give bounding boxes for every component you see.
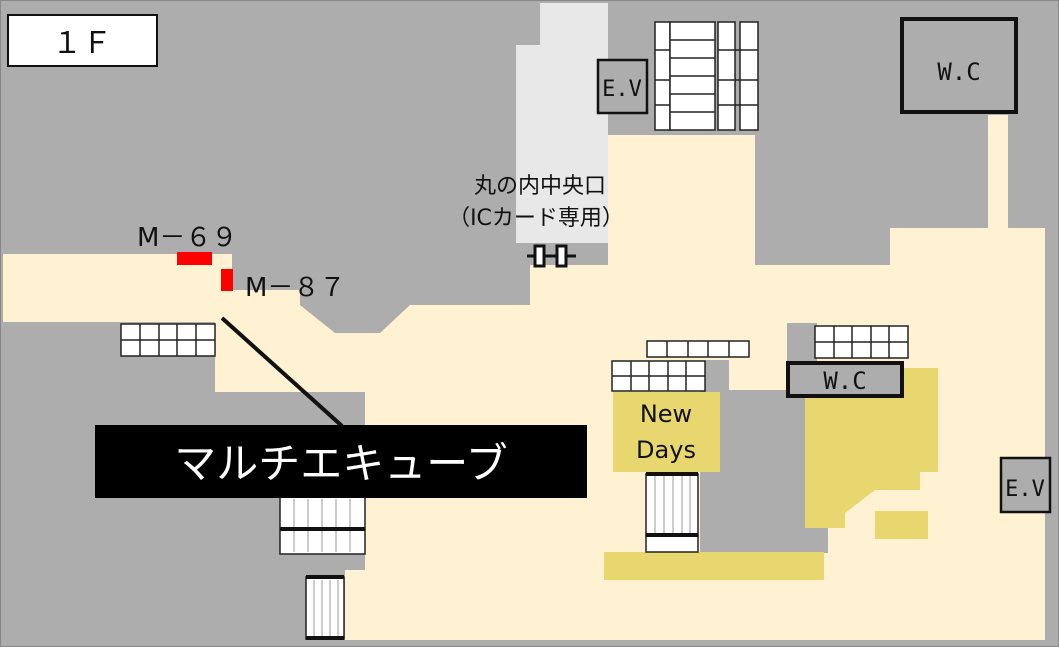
wc-top-label: W.C (937, 58, 980, 86)
stair-edges (280, 472, 698, 640)
locker-m87[interactable] (221, 269, 233, 291)
wc-mid-label: W.C (823, 367, 866, 395)
staircase-top (654, 21, 759, 131)
escalator-treads (293, 476, 691, 636)
ev-right (999, 456, 1052, 514)
callout-label: マルチエキューブ (174, 439, 507, 488)
ticket-gate-icon (527, 244, 576, 268)
ev-right-label: E.V (1005, 477, 1045, 502)
floor-label-box (7, 14, 158, 67)
wc-mid (786, 361, 904, 398)
locker-label-m69: M－６９ (137, 223, 237, 253)
shop-area (875, 511, 928, 539)
ev-top-label: E.V (602, 77, 642, 102)
gate-approach-area (516, 45, 546, 243)
inner-wall-block (787, 323, 817, 363)
gate-name: 丸の内中央口 (474, 174, 606, 199)
shop-area (604, 552, 824, 580)
locker-m69[interactable] (177, 252, 212, 265)
callout-pointer (220, 316, 344, 428)
gate-approach-area (540, 3, 608, 243)
newdays-label: New (640, 400, 692, 428)
shop-area (805, 368, 938, 528)
wc-top (900, 17, 1018, 114)
newdays-shop (613, 392, 720, 472)
newdays-label: Days (636, 436, 696, 464)
floor-label: １Ｆ (52, 26, 112, 61)
gate-note: （ICカード専用） (448, 206, 624, 231)
ev-top (596, 58, 649, 115)
locker-label-m87: M－８７ (245, 273, 345, 303)
callout-box (95, 425, 587, 498)
